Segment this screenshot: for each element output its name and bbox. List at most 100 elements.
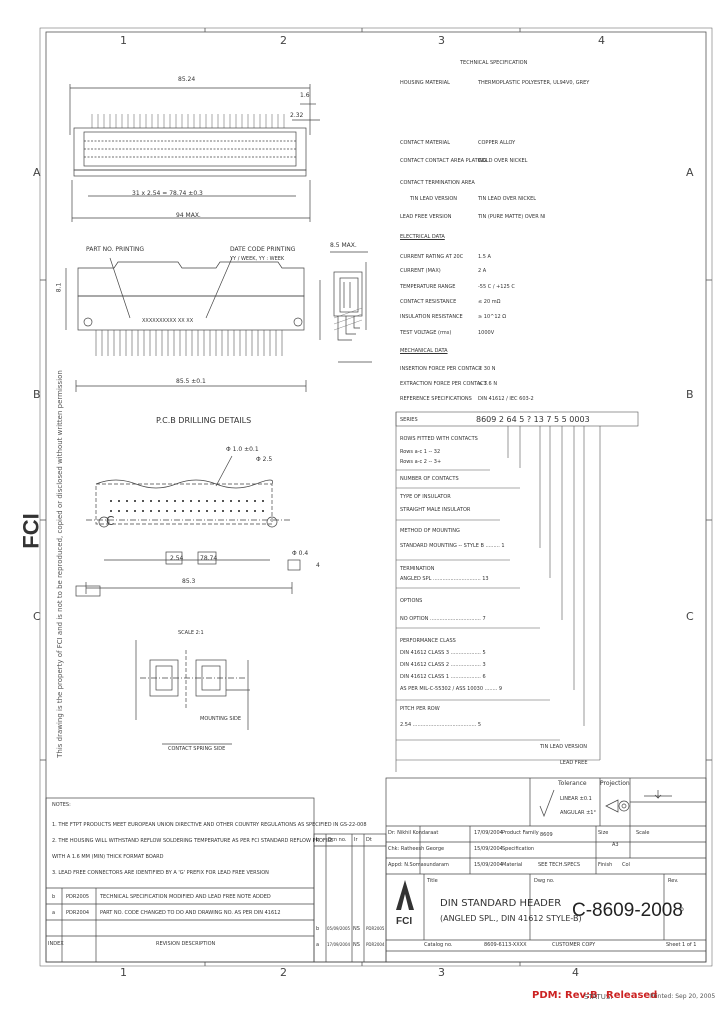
col-label-4: 4 <box>598 34 605 47</box>
label-mounting-side: MOUNTING SIDE <box>200 716 242 722</box>
status-value: Released <box>606 990 658 1001</box>
group-label: PITCH PER ROW <box>400 706 440 712</box>
approved-by: Appd: N.Somasundaram <box>388 862 449 868</box>
spec-value: 1000V <box>478 330 495 336</box>
projection-label: Projection <box>600 780 630 787</box>
drawing-number: C-8609-2008 <box>572 900 683 921</box>
spec-label: INSERTION FORCE PER CONTACT <box>400 366 482 372</box>
rev-desc: TECHNICAL SPECIFICATION MODIFIED AND LEA… <box>100 894 271 900</box>
dim-pitch-78-74: 78.74 <box>200 555 218 562</box>
rev-grid-cell: PDR2005 <box>366 926 385 931</box>
dim-8-5-max: 8.5 MAX. <box>330 242 357 249</box>
dim-pitch-2-54: 2.54 <box>170 555 184 562</box>
catalog-label: Catalog no. <box>424 942 453 948</box>
dim-overall-width: 85.24 <box>178 76 196 83</box>
col-label-1-bottom: 1 <box>120 966 127 979</box>
col-label-1: 1 <box>120 34 127 47</box>
electrical-heading: ELECTRICAL DATA <box>400 234 445 240</box>
title-label: Title <box>427 878 438 884</box>
material-label: Material <box>502 862 523 868</box>
tolerance-label: Tolerance <box>558 780 587 787</box>
rev-grid-cell: 17/09/2004 <box>327 942 351 947</box>
spec-label: CONTACT MATERIAL <box>400 140 451 146</box>
drawing-title: DIN STANDARD HEADER <box>440 898 562 909</box>
drawing-subtitle: (ANGLED SPL., DIN 41612 STYLE-B) <box>440 914 582 923</box>
col-label-4-bottom: 4 <box>572 966 579 979</box>
dim-4: 4 <box>316 562 320 569</box>
spec-label: LEAD FREE VERSION <box>400 214 452 220</box>
dim-hole: Φ 1.0 ±0.1 <box>226 446 259 453</box>
spec-value: COPPER ALLOY <box>478 140 516 146</box>
pcb-holes <box>110 500 264 512</box>
pcb-drilling <box>75 455 301 597</box>
datum-c: C <box>106 514 115 528</box>
spec-value: -55 C / +125 C <box>478 284 515 290</box>
dim-8-1: 8.1 <box>55 282 63 293</box>
dim-85-5: 85.5 ±0.1 <box>176 378 206 385</box>
material-value: SEE TECH.SPECS <box>538 862 581 868</box>
front-view <box>65 257 307 392</box>
dim-2-32: 2.32 <box>290 112 304 119</box>
tolerance-linear: LINEAR ±0.1 <box>560 796 592 802</box>
spec-value: 1.5 A <box>478 254 491 260</box>
rev-value: b <box>680 906 684 913</box>
dim-max-length: 94 MAX. <box>176 212 201 219</box>
spec-value: TIN (PURE MATTE) OVER NI <box>478 214 546 220</box>
rev-label: Rev. <box>668 878 679 884</box>
spec-label: CURRENT (MAX) <box>400 268 441 274</box>
note-item: 1. THE FTPT PRODUCTS MEET EUROPEAN UNION… <box>52 822 367 828</box>
row-label-a: A <box>33 166 41 179</box>
spec-heading: TECHNICAL SPECIFICATION <box>460 60 528 66</box>
title-block-grid <box>45 777 707 963</box>
spec-label: TEST VOLTAGE (rms) <box>400 330 452 336</box>
sheet-number: Sheet 1 of 1 <box>666 942 697 948</box>
col-label-3: 3 <box>438 34 445 47</box>
col-label-2-bottom: 2 <box>280 966 287 979</box>
spec-label: CONTACT CONTACT AREA PLATING <box>400 158 487 164</box>
spec-label: TEMPERATURE RANGE <box>400 284 456 290</box>
checked-date: 15/09/2004 <box>474 846 503 852</box>
dwg-no-label: Dwg no. <box>534 878 555 884</box>
group-item: DIN 41612 CLASS 2 ................... 3 <box>400 662 486 668</box>
spec-label: CONTACT RESISTANCE <box>400 299 457 305</box>
size-label: Size <box>598 830 609 836</box>
customer-copy: CUSTOMER COPY <box>552 942 596 948</box>
specification-label: Specification <box>502 846 535 852</box>
label-date-format: YY / WEEK, YY : WEEK <box>230 256 285 262</box>
rev-grid-cell: 05/09/2005 <box>327 926 351 931</box>
rev-index: a <box>52 910 56 916</box>
fci-logo-text: FCI <box>396 916 413 927</box>
dim-1-6: 1.6 <box>300 92 310 99</box>
group-label: PERFORMANCE CLASS <box>400 638 456 644</box>
group-item: DIN 41612 CLASS 3 ................... 5 <box>400 650 486 656</box>
rev-grid-h3: Ir <box>354 837 358 843</box>
row-option: Rows a-c 2 -- 3+ <box>400 459 442 465</box>
row-label-b: B <box>33 388 41 401</box>
group-label: METHOD OF MOUNTING <box>400 528 460 534</box>
rev-grid-h2: Ecn no. <box>328 837 347 843</box>
fci-logo: FCI <box>392 878 420 936</box>
pcb-drilling-title: P.C.B DRILLING DETAILS <box>156 416 252 425</box>
rev-grid-cell: b <box>316 926 320 932</box>
rev-index-header: INDEX <box>48 941 64 947</box>
part-code: 8609 2 64 5 ? 13 7 5 5 0003 <box>476 415 590 424</box>
dim-hole-2: Φ 2.5 <box>256 456 273 463</box>
spec-label: INSULATION RESISTANCE <box>400 314 463 320</box>
group-item: 2.54 ...................................… <box>400 722 482 728</box>
status-label: STATUS: <box>584 993 613 1001</box>
row-label-c-right: C <box>686 610 694 623</box>
spec-value: ≤ 20 mΩ <box>478 299 501 305</box>
margin-fci-logo: FCI <box>18 513 44 549</box>
front-view-pins <box>95 330 283 356</box>
note-item: 3. LEAD FREE CONNECTORS ARE IDENTIFIED B… <box>52 870 269 876</box>
spec-value: TIN LEAD OVER NICKEL <box>478 196 537 202</box>
top-view <box>69 84 320 222</box>
group-label: TERMINATION <box>400 566 435 572</box>
partcode-lines <box>395 411 639 772</box>
rev-grid-cell: NS <box>353 926 360 932</box>
spec-value: THERMOPLASTIC POLYESTER, UL94V0, GREY <box>478 80 590 86</box>
side-view <box>319 251 372 363</box>
check-mark <box>539 789 555 818</box>
